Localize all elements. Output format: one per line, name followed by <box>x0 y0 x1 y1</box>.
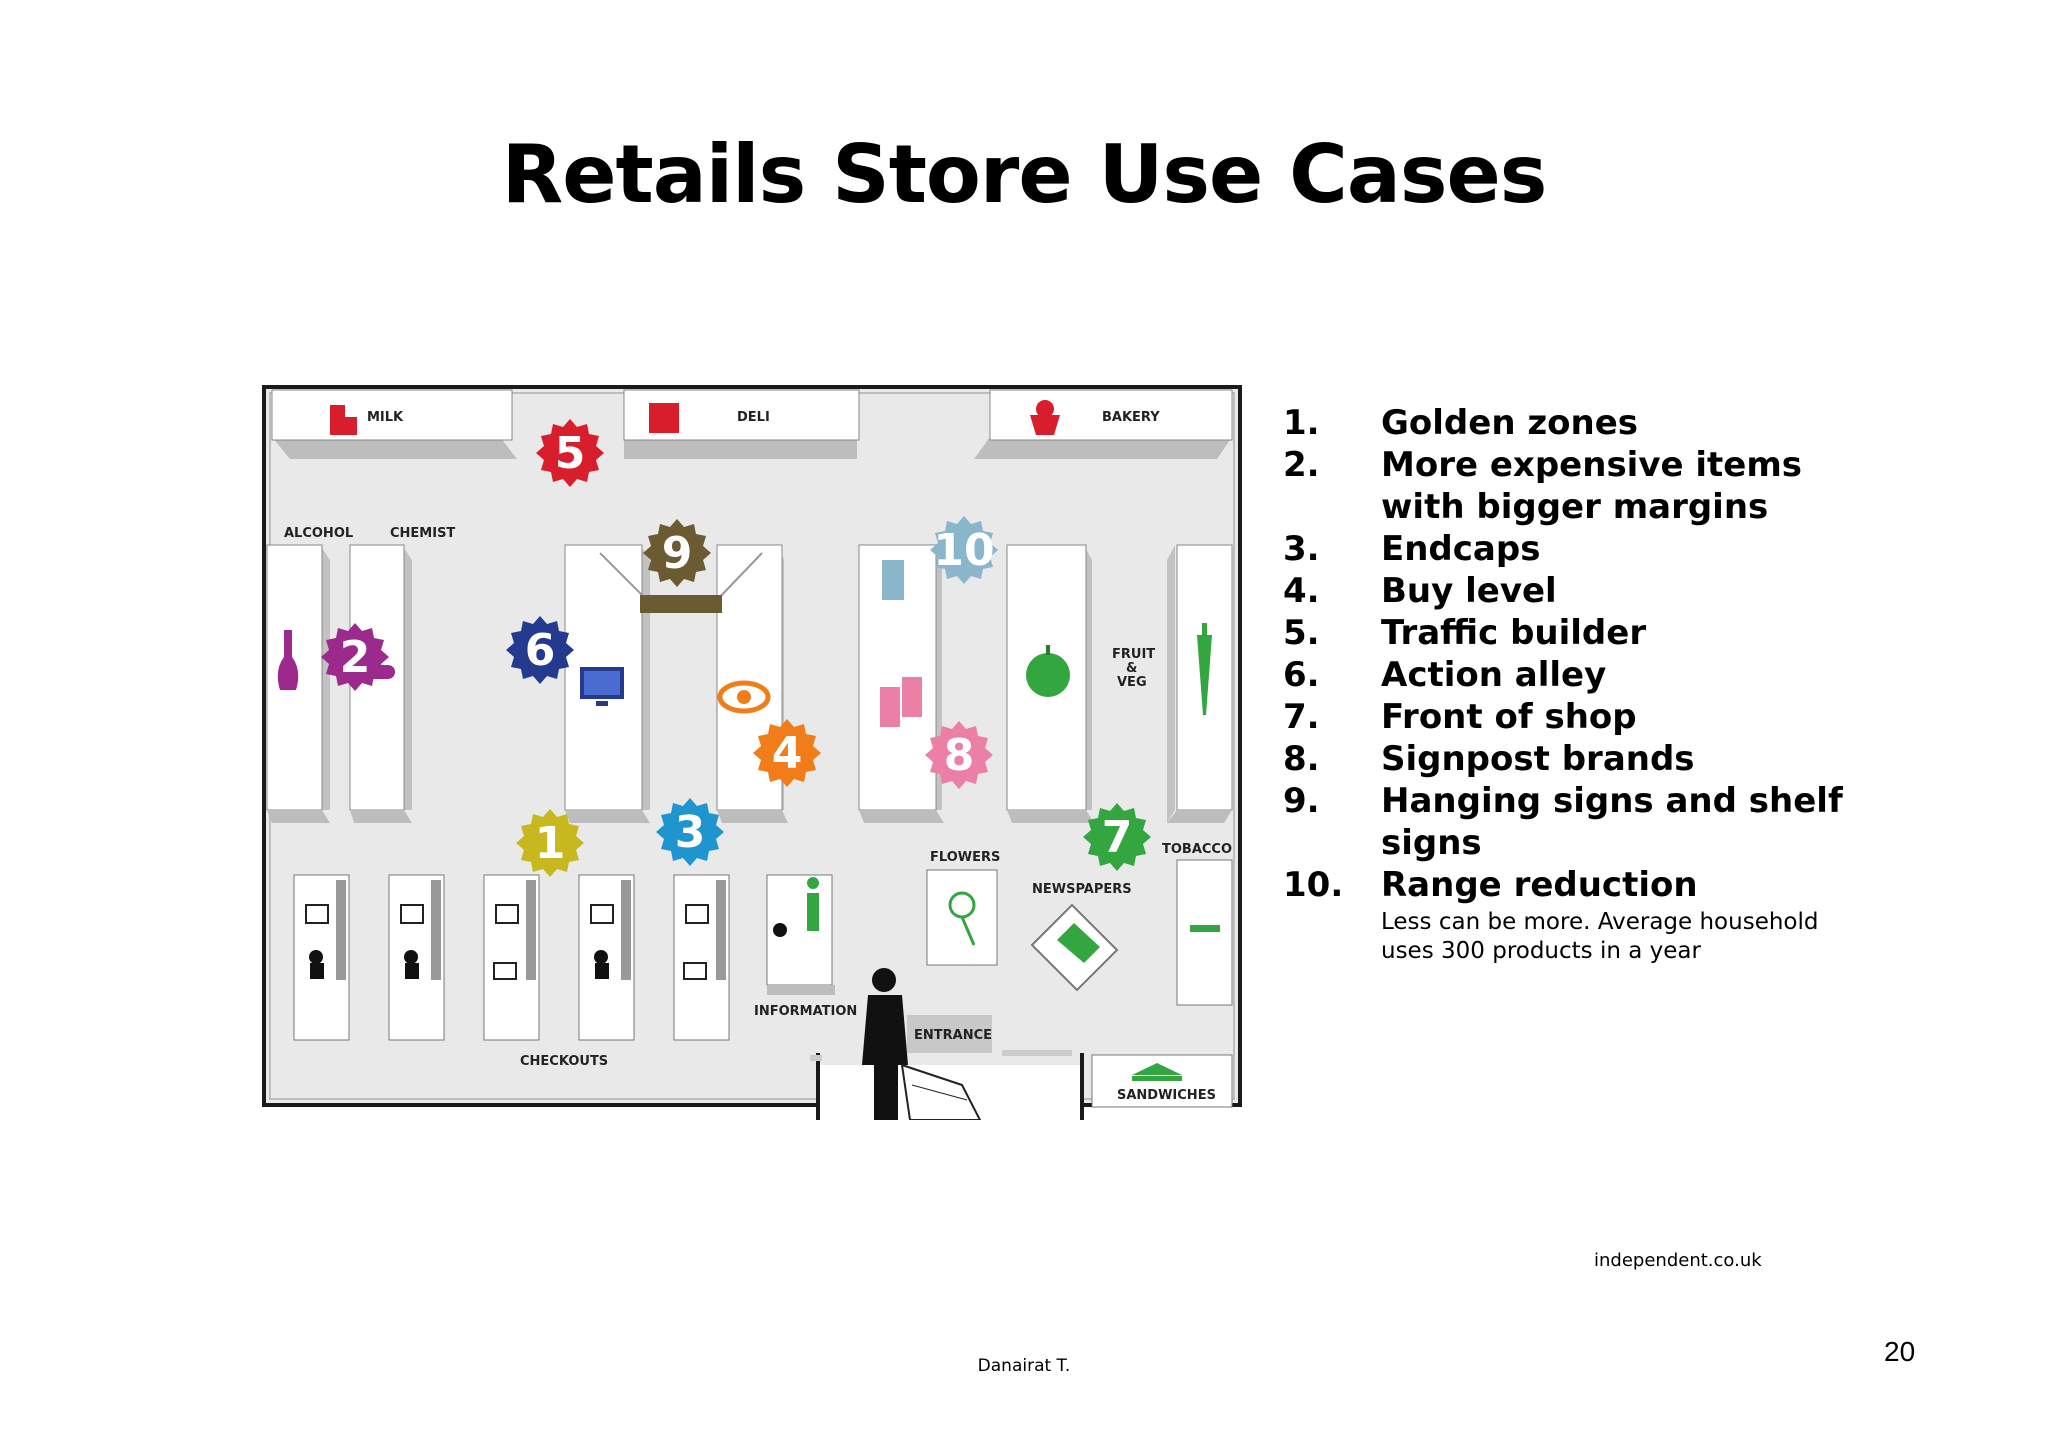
entrance-label: ENTRANCE <box>914 1028 992 1043</box>
use-case-text: Hanging signs and shelf signs <box>1381 781 1843 863</box>
badge-number: 3 <box>675 807 706 858</box>
use-case-number: 8. <box>1283 739 1320 779</box>
badge-10: 10 <box>930 516 998 584</box>
use-case-item: 4. Buy level <box>1283 570 1843 612</box>
fruit-label: FRUIT <box>1112 647 1155 662</box>
use-case-text: Signpost brands <box>1381 739 1695 779</box>
deli-counter: DELI <box>623 389 860 459</box>
use-case-text: Endcaps <box>1381 529 1541 569</box>
badge-number: 8 <box>944 730 975 781</box>
bakery-counter: BAKERY <box>974 389 1233 459</box>
information-desk: INFORMATION <box>754 874 857 1019</box>
use-case-number: 5. <box>1283 613 1320 653</box>
and-label: & <box>1126 661 1137 676</box>
badge-number: 10 <box>933 525 994 576</box>
hanging-sign <box>640 595 722 613</box>
badge-7: 7 <box>1083 803 1151 871</box>
flowers-stand: FLOWERS <box>926 850 1000 966</box>
use-case-number: 10. <box>1283 865 1344 905</box>
newspapers-stand: NEWSPAPERS <box>1030 882 1132 992</box>
deli-label: DELI <box>737 410 770 425</box>
badge-2: 2 <box>321 623 389 691</box>
use-case-number: 6. <box>1283 655 1320 695</box>
use-case-item: 9. Hanging signs and shelf signs <box>1283 780 1843 864</box>
badge-number: 9 <box>662 528 693 579</box>
use-case-number: 7. <box>1283 697 1320 737</box>
use-case-text: Action alley <box>1381 655 1607 695</box>
badge-4: 4 <box>753 719 821 787</box>
range-reduction-note: Less can be more. Average household uses… <box>1381 909 1819 964</box>
tobacco-stand: TOBACCO <box>1162 842 1233 1006</box>
entrance: ENTRANCE <box>810 968 1072 1120</box>
use-case-number: 1. <box>1283 403 1320 443</box>
sandwiches-counter: SANDWICHES <box>1091 1054 1233 1108</box>
optical-shelf <box>716 544 788 823</box>
fruit-veg-shelf: FRUIT & VEG <box>1006 544 1155 823</box>
use-case-text: Front of shop <box>1381 697 1637 737</box>
food-shelf <box>858 544 944 823</box>
source-credit: independent.co.uk <box>1594 1250 1762 1271</box>
badge-8: 8 <box>925 721 993 789</box>
use-case-item: 5. Traffic builder <box>1283 612 1843 654</box>
use-case-text: Traffic builder <box>1381 613 1647 653</box>
use-case-number: 4. <box>1283 571 1320 611</box>
page-number: 20 <box>1884 1336 1916 1367</box>
author-name: Danairat T. <box>977 1356 1071 1376</box>
use-case-item: 1. Golden zones <box>1283 402 1843 444</box>
alcohol-shelf <box>266 544 330 823</box>
slide-title: Retails Store Use Cases <box>501 128 1548 221</box>
use-case-number: 9. <box>1283 781 1320 821</box>
badge-number: 5 <box>555 428 586 479</box>
use-case-item: 10. Range reduction <box>1283 864 1843 906</box>
use-case-item: 6. Action alley <box>1283 654 1843 696</box>
use-case-number: 2. <box>1283 445 1320 485</box>
use-case-item: 2. More expensive items with bigger margi… <box>1283 444 1843 528</box>
use-case-list: 1. Golden zones 2. More expensive items wit… <box>1283 402 1843 966</box>
use-case-text: More expensive items with bigger margins <box>1381 445 1803 527</box>
badge-5: 5 <box>536 419 604 487</box>
use-case-item: 7. Front of shop <box>1283 696 1843 738</box>
store-floor-plan: MILK DELI BAKERY ALCOHOL CHEMIST <box>262 385 1242 1120</box>
veg-label: VEG <box>1117 675 1147 690</box>
badge-number: 4 <box>772 728 803 779</box>
badge-3: 3 <box>656 798 724 866</box>
use-case-text: Golden zones <box>1381 403 1639 443</box>
badge-number: 7 <box>1102 812 1133 863</box>
badge-number: 6 <box>525 625 556 676</box>
use-case-number: 3. <box>1283 529 1320 569</box>
milk-label: MILK <box>367 410 404 425</box>
sandwiches-label: SANDWICHES <box>1117 1088 1216 1103</box>
use-case-text: Buy level <box>1381 571 1557 611</box>
chemist-label: CHEMIST <box>390 526 455 541</box>
badge-1: 1 <box>516 809 584 877</box>
milk-counter: MILK <box>271 389 517 459</box>
use-case-item: 3. Endcaps <box>1283 528 1843 570</box>
badge-number: 2 <box>340 632 371 683</box>
electronics-shelf <box>564 544 650 823</box>
alcohol-label: ALCOHOL <box>284 526 353 541</box>
use-case-item: 8. Signpost brands <box>1283 738 1843 780</box>
checkouts: CHECKOUTS <box>293 874 730 1069</box>
use-case-text: Range reduction <box>1381 865 1698 905</box>
tobacco-label: TOBACCO <box>1162 842 1232 857</box>
badge-9: 9 <box>643 519 711 587</box>
veg-shelf <box>1167 544 1233 823</box>
checkouts-label: CHECKOUTS <box>520 1054 608 1069</box>
bakery-label: BAKERY <box>1102 410 1160 425</box>
badge-number: 1 <box>535 818 566 869</box>
newspapers-label: NEWSPAPERS <box>1032 882 1132 897</box>
information-label: INFORMATION <box>754 1004 857 1019</box>
badge-6: 6 <box>506 616 574 684</box>
badge-layer: 1 2 3 4 5 6 7 8 9 10 <box>321 419 1151 877</box>
flowers-label: FLOWERS <box>930 850 1000 865</box>
